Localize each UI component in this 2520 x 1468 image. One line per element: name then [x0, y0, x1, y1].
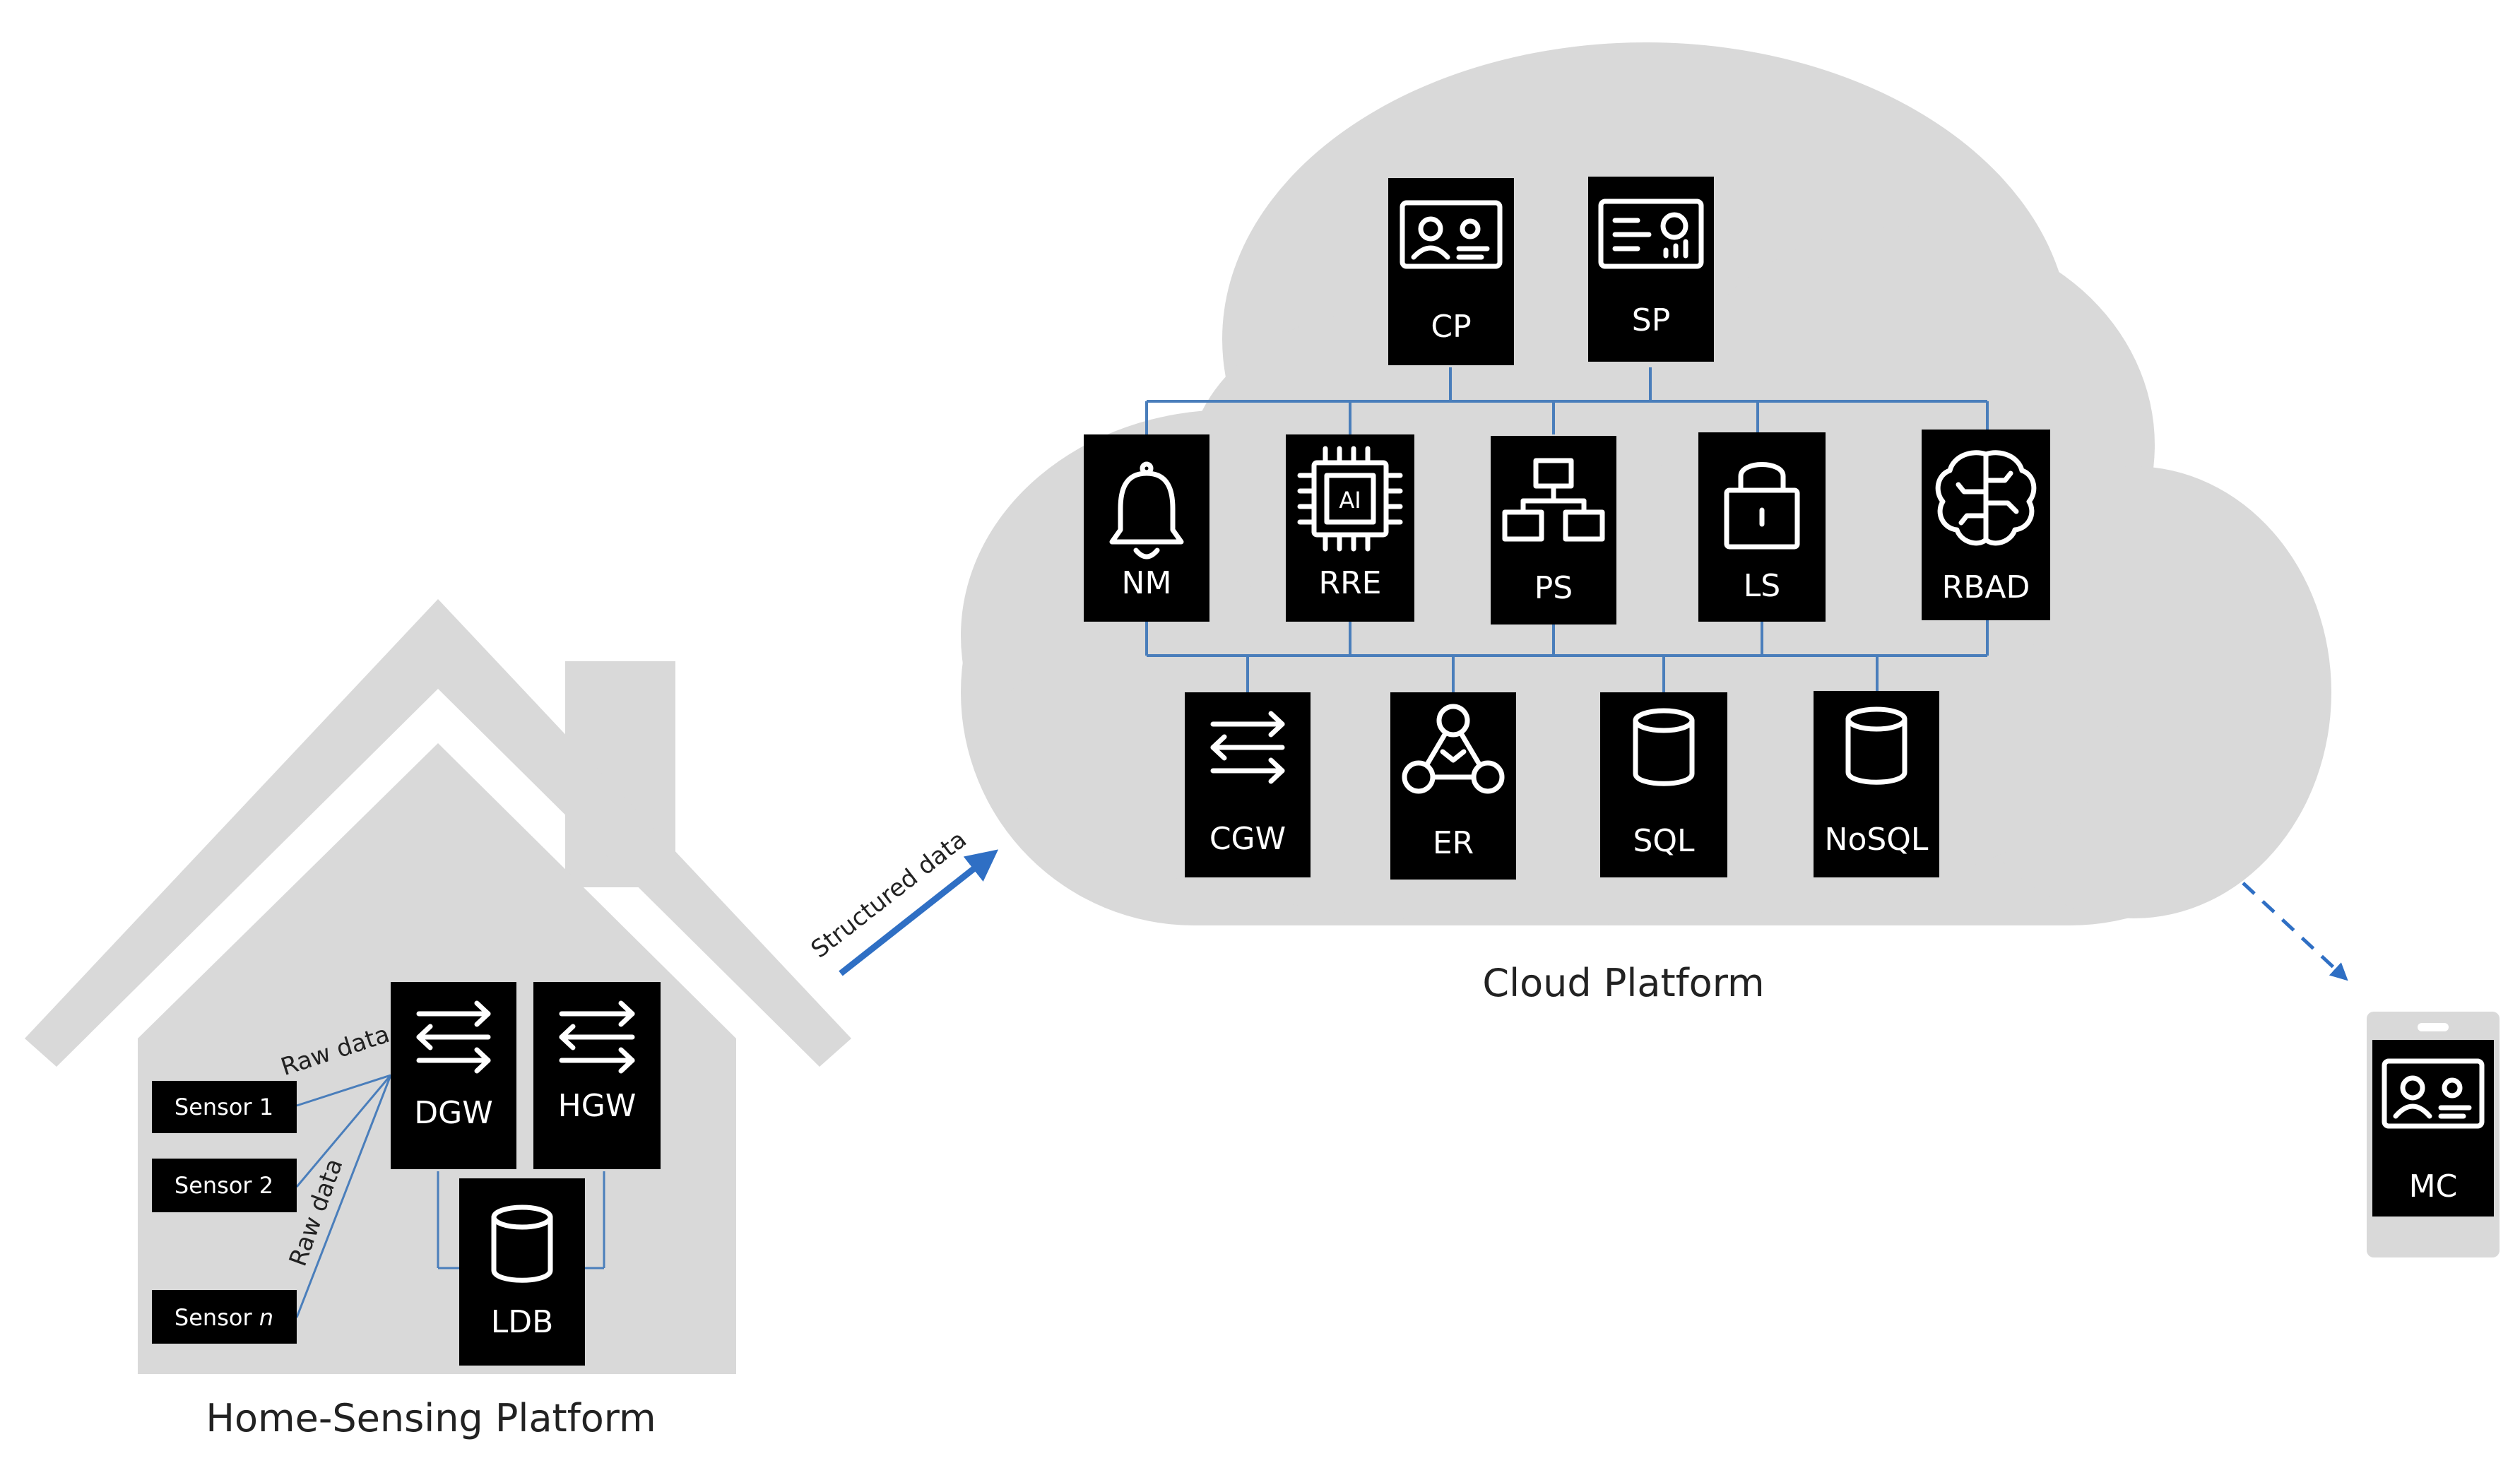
- ls-label: LS: [1744, 568, 1780, 604]
- ldb-label: LDB: [491, 1304, 554, 1340]
- sql-box: SQL: [1600, 692, 1727, 877]
- mobile-client: MC: [2367, 1012, 2500, 1257]
- dgw-box: DGW: [391, 982, 516, 1169]
- home-platform-caption: Home-Sensing Platform: [206, 1396, 656, 1440]
- sensor-2: Sensor 2: [152, 1159, 297, 1212]
- rbad-box: RBAD: [1922, 430, 2050, 620]
- structured-data-arrow: [839, 849, 999, 976]
- ls-box: LS: [1698, 432, 1826, 622]
- dgw-label: DGW: [414, 1095, 492, 1131]
- sensor-1-label: Sensor 1: [174, 1094, 273, 1120]
- raw-data-connectors: [295, 1074, 605, 1318]
- hgw-label: HGW: [558, 1088, 637, 1124]
- exchange-arrows-icon: [1210, 711, 1285, 784]
- ai-chip-icon: AI: [1297, 446, 1403, 552]
- cloud-connectors: [1145, 367, 1989, 692]
- rbad-label: RBAD: [1942, 569, 2030, 605]
- dashboard-icon: [1598, 199, 1704, 269]
- cloud-platform-caption: Cloud Platform: [1482, 961, 1764, 1005]
- rre-box: AI RRE: [1286, 434, 1414, 622]
- sql-label: SQL: [1633, 823, 1695, 859]
- svg-text:Sensor n: Sensor n: [174, 1304, 273, 1331]
- cgw-label: CGW: [1209, 821, 1286, 857]
- nm-box: NM: [1084, 434, 1209, 622]
- ps-box: PS: [1491, 436, 1616, 625]
- mc-label: MC: [2409, 1168, 2458, 1204]
- sensor-1: Sensor 1: [152, 1081, 297, 1133]
- cp-label: CP: [1431, 309, 1471, 345]
- sensor-n: Sensor n: [152, 1290, 297, 1344]
- ldb-box: LDB: [459, 1178, 585, 1366]
- network-hierarchy-icon: [1502, 458, 1605, 542]
- lock-icon: [1724, 462, 1800, 550]
- sensor-n-label: Sensor: [174, 1304, 253, 1331]
- er-label: ER: [1433, 825, 1474, 861]
- cgw-box: CGW: [1185, 692, 1311, 877]
- exchange-arrows-icon: [416, 1000, 491, 1074]
- event-cycle-icon: [1402, 704, 1505, 794]
- exchange-arrows-icon: [559, 1000, 635, 1074]
- database-icon: [1845, 706, 1907, 785]
- er-box: ER: [1390, 692, 1516, 880]
- nm-label: NM: [1122, 565, 1172, 601]
- database-icon: [491, 1204, 553, 1283]
- cloud-to-mobile-arrow: [2242, 882, 2348, 981]
- database-icon: [1633, 708, 1695, 786]
- cp-box: CP: [1388, 178, 1514, 365]
- profile-card-icon: [2382, 1058, 2485, 1129]
- hgw-box: HGW: [533, 982, 661, 1169]
- nosql-label: NoSQL: [1825, 822, 1929, 858]
- brain-icon: [1935, 450, 2037, 546]
- svg-text:AI: AI: [1339, 487, 1361, 514]
- nosql-box: NoSQL: [1814, 691, 1939, 877]
- sp-box: SP: [1588, 177, 1714, 362]
- profile-card-icon: [1400, 200, 1503, 269]
- sensor-2-label: Sensor 2: [174, 1172, 273, 1199]
- sensor-n-suffix: n: [259, 1304, 273, 1331]
- ps-label: PS: [1534, 570, 1573, 606]
- structured-data-label: Structured data: [806, 825, 972, 964]
- rre-label: RRE: [1319, 565, 1382, 601]
- sp-label: SP: [1632, 302, 1670, 338]
- bell-icon: [1109, 461, 1184, 560]
